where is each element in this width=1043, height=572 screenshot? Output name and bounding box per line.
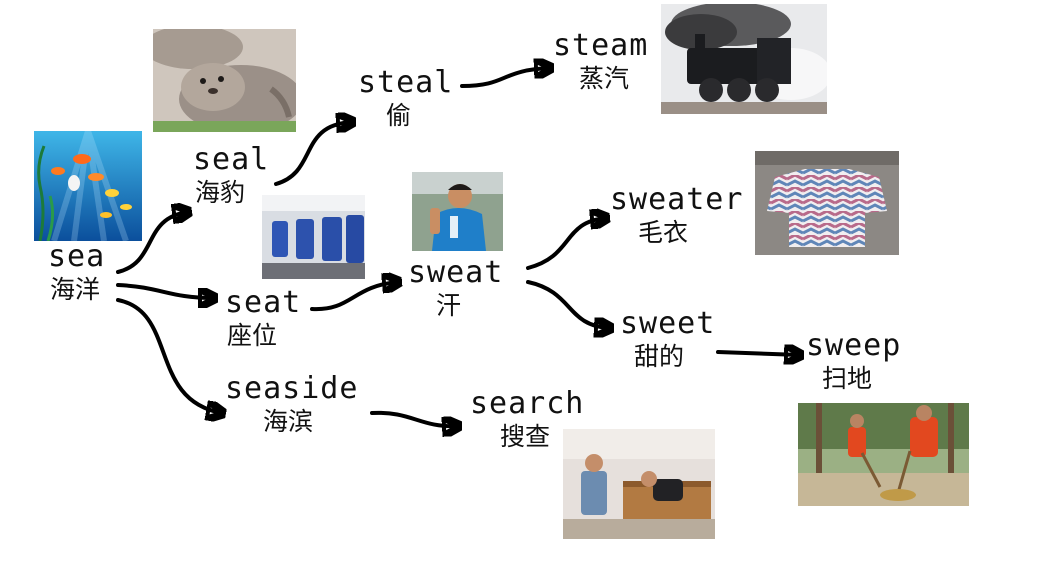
arrow-sweat-sweater — [526, 218, 606, 270]
seal-picture — [153, 29, 296, 132]
word-steam-english: steam — [553, 28, 649, 63]
word-sweep: sweep 扫地 — [806, 329, 901, 395]
word-steam-chinese: 蒸汽 — [579, 64, 630, 93]
word-steal-english: steal — [358, 65, 454, 100]
word-seaside: seaside 海滨 — [225, 372, 358, 438]
word-seal: seal 海豹 — [193, 143, 269, 209]
arrow-sea-seat — [116, 283, 214, 298]
word-seaside-english: seaside — [225, 371, 359, 406]
arrow-sea-seal — [116, 212, 188, 274]
steam-train-picture — [661, 4, 827, 114]
word-seat-english: seat — [225, 285, 302, 320]
word-seat: seat 座位 — [225, 286, 301, 352]
word-sweater: sweater 毛衣 — [610, 183, 743, 249]
arrow-sweat-sweet — [526, 280, 610, 328]
searching-room-picture — [563, 429, 715, 539]
sweating-man-picture — [412, 172, 503, 251]
word-sweat-chinese: 汗 — [436, 291, 462, 320]
word-search: search 搜查 — [470, 387, 584, 453]
arrow-seal-steal — [274, 122, 352, 186]
word-sweet-chinese: 甜的 — [634, 342, 685, 371]
word-steam: steam 蒸汽 — [553, 29, 648, 95]
arrow-steal-steam — [460, 68, 550, 88]
word-steal: steal 偷 — [358, 66, 453, 132]
word-seal-chinese: 海豹 — [195, 178, 246, 207]
word-sea-chinese: 海洋 — [50, 275, 101, 304]
word-sweep-chinese: 扫地 — [822, 364, 873, 393]
word-seaside-chinese: 海滨 — [263, 407, 314, 436]
word-sea-english: sea — [48, 239, 106, 274]
word-sweat: sweat 汗 — [408, 256, 503, 322]
word-sweet: sweet 甜的 — [620, 307, 715, 373]
arrow-sweet-sweep — [716, 352, 800, 355]
airplane-seats-picture — [262, 195, 365, 279]
word-sweat-english: sweat — [408, 255, 504, 290]
word-seal-english: seal — [193, 142, 270, 177]
word-sweet-english: sweet — [620, 306, 716, 341]
arrow-seat-sweat — [310, 282, 398, 312]
word-search-english: search — [470, 386, 585, 421]
sweeping-people-picture — [798, 403, 969, 506]
word-search-chinese: 搜查 — [500, 422, 551, 451]
word-sweep-english: sweep — [806, 328, 902, 363]
word-sweater-english: sweater — [610, 182, 744, 217]
word-steal-chinese: 偷 — [386, 101, 412, 130]
ocean-fish-picture — [34, 131, 142, 241]
word-sweater-chinese: 毛衣 — [638, 218, 689, 247]
word-seat-chinese: 座位 — [227, 321, 278, 350]
word-sea: sea 海洋 — [48, 240, 105, 306]
arrow-sea-seaside — [116, 298, 222, 413]
sweater-picture — [755, 151, 899, 255]
arrow-seaside-search — [370, 410, 458, 426]
